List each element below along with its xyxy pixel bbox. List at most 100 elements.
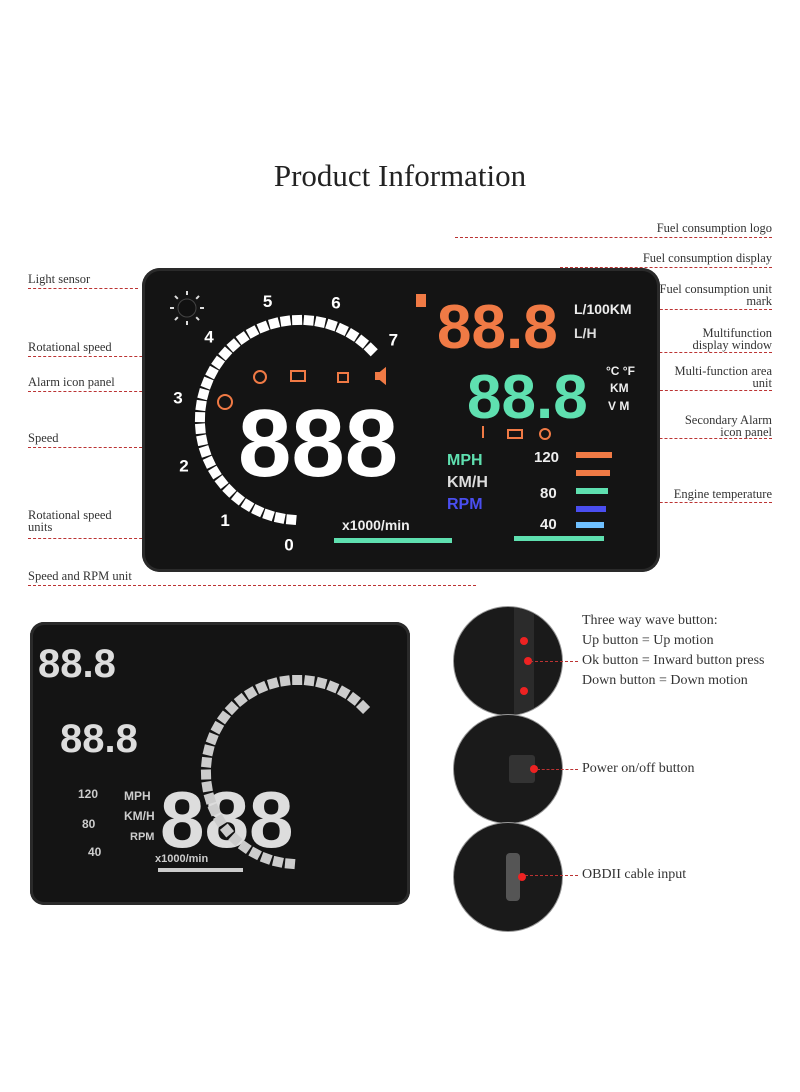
rpm-segment [224, 701, 239, 716]
fuel-unit-l100km: L/100KM [574, 301, 632, 317]
rpm-segment [256, 320, 270, 334]
up-button[interactable] [520, 637, 528, 645]
multi-unit-vm: V M [608, 399, 629, 413]
rpm-segment [336, 685, 351, 700]
mirrored-mph: MPH [124, 789, 151, 803]
rpm-segment [200, 769, 212, 780]
hud-device-angled: 88.8 88.8 888 MPH KM/H RPM x1000/min 120… [30, 622, 410, 905]
rpm-segment [197, 387, 210, 401]
rpm-segment [196, 434, 208, 447]
gauge-icon [539, 428, 551, 440]
down-button[interactable] [520, 687, 528, 695]
mirrored-fuel-digits: 88.8 [38, 642, 116, 686]
rpm-segment [279, 675, 291, 687]
rpm-segment [205, 732, 219, 746]
rpm-segment [273, 512, 286, 524]
power-info: Power on/off button [582, 761, 695, 776]
rpm-segment [202, 744, 215, 757]
rpm-tick-label: 1 [220, 511, 229, 530]
rpm-segment [314, 316, 327, 328]
rpm-segment [326, 680, 340, 694]
fuel-unit-lh: L/H [574, 325, 597, 341]
power-button[interactable] [530, 765, 538, 773]
temp-bar [576, 506, 606, 512]
rpm-segment [219, 823, 235, 838]
rpm-segment [210, 720, 225, 735]
rpm-segment [201, 780, 213, 793]
rpm-tick-label: 7 [389, 331, 398, 350]
rpm-segment [205, 365, 219, 380]
mirrored-kmh: KM/H [124, 809, 155, 823]
obd-port-closeup [453, 822, 563, 932]
rpm-tick-label: 5 [263, 292, 272, 311]
rpm-segment [207, 803, 221, 817]
label-alarm-icon-panel: Alarm icon panel [28, 375, 115, 389]
rpm-segment [226, 338, 241, 353]
rpm-segment [198, 445, 212, 458]
rpm-segment [203, 792, 217, 805]
speed-digits: 888 [238, 390, 398, 497]
rpm-segment [195, 399, 207, 412]
fuel-digits: 88.8 [437, 293, 558, 362]
battery-icon [507, 429, 523, 439]
rpm-segment [216, 710, 231, 725]
rpm-segment [266, 677, 280, 690]
temp-bar [576, 452, 612, 458]
rpm-segment [303, 314, 315, 326]
temp-base-bar [514, 536, 604, 541]
button-info-down: Down button = Down motion [582, 673, 748, 688]
unit-mph: MPH [447, 452, 483, 469]
label-secondary-alarm: Secondary Alarm icon panel [684, 413, 772, 439]
light-sensor-icon [170, 291, 204, 325]
label-speed: Speed [28, 431, 59, 445]
rpm-segment [259, 851, 273, 865]
rpm-segment [248, 846, 262, 861]
rpm-segment [279, 315, 292, 327]
engine-icon [290, 370, 306, 382]
rpm-segment [214, 475, 229, 490]
rpm-segment [208, 465, 222, 480]
ok-button[interactable] [524, 657, 532, 665]
temp-bar [576, 522, 604, 528]
multi-unit-km: KM [610, 381, 629, 395]
rpm-segment [243, 686, 258, 700]
rpm-segment [325, 318, 338, 332]
rpm-segment [271, 855, 284, 868]
fuel-pump-icon [416, 294, 426, 307]
hud-display-mirrored: 88.8 88.8 888 MPH KM/H RPM x1000/min 120… [38, 642, 371, 872]
rpm-segment [345, 328, 360, 342]
multi-unit-temp: °C °F [606, 364, 635, 378]
obd-port[interactable] [518, 873, 526, 881]
label-light-sensor: Light sensor [28, 272, 91, 286]
gear-shift-icon [217, 394, 233, 410]
rpm-segment [202, 455, 217, 469]
three-way-button-closeup [453, 606, 563, 716]
label-fuel-unit-mark: Fuel consumption unit mark [659, 282, 773, 308]
mirrored-speed-digits: 888 [160, 775, 293, 864]
rpm-segment [200, 376, 214, 390]
rpm-segment [251, 503, 265, 518]
rpm-segment [335, 322, 349, 337]
rpm-segment [255, 680, 269, 695]
button-info-ok: Ok button = Inward button press [582, 653, 765, 668]
rpm-segment [315, 676, 328, 690]
rpm-segment [218, 346, 233, 361]
obd-info: OBDII cable input [582, 867, 687, 882]
rpm-segment [245, 325, 260, 339]
rpm-segment [194, 411, 206, 423]
label-rotational-speed-units: Rotational speed units [28, 508, 112, 534]
speaker-icon [375, 366, 386, 386]
rpm-segment [346, 691, 361, 706]
unit-rpm: RPM [447, 496, 483, 513]
rpm-segment [240, 498, 255, 512]
temp-bar [576, 470, 610, 476]
temp-80: 80 [540, 485, 557, 502]
mirrored-120: 120 [78, 787, 98, 801]
rpm-segment [355, 334, 370, 349]
temp-120: 120 [534, 449, 559, 466]
rpm-tick-label: 2 [179, 456, 188, 475]
rpm-tick-label: 0 [284, 536, 293, 555]
rpm-bar [334, 538, 452, 543]
